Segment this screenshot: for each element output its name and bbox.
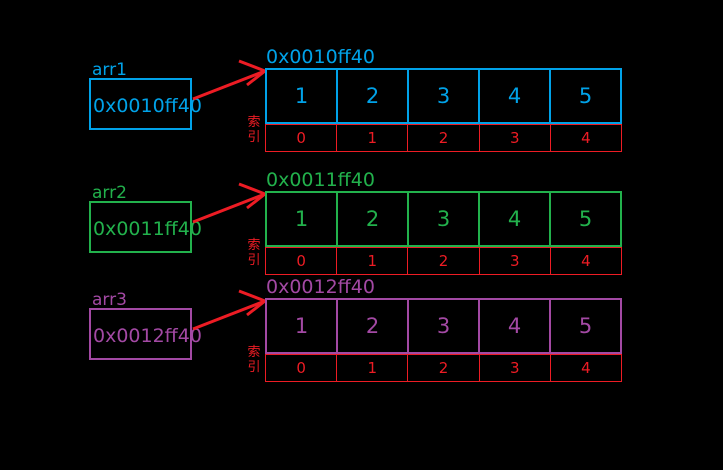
array-address-label: 0x0012ff40 <box>266 276 375 298</box>
array-cell: 2 <box>338 300 409 352</box>
pointer-variable-box: 0x0011ff40 <box>89 201 202 253</box>
array-index-cell: 3 <box>480 248 551 274</box>
array-cell: 1 <box>267 70 338 122</box>
array-cell: 1 <box>267 300 338 352</box>
array-cell: 3 <box>409 300 480 352</box>
array-index-cell: 0 <box>266 248 338 274</box>
pointer-variable-label: arr2 <box>92 183 127 203</box>
array-cell: 5 <box>578 206 593 231</box>
index-label-line2: 引 <box>247 130 261 145</box>
pointer-variable-label: arr1 <box>92 60 127 80</box>
index-label: 索引 <box>245 345 263 375</box>
array-cell: 3 <box>409 193 480 245</box>
array-index-cell: 0 <box>266 355 338 381</box>
array-cell: 4 <box>480 300 551 352</box>
pointer-variable-label: arr3 <box>92 290 127 310</box>
array-index-cell: 4 <box>581 358 591 377</box>
pointer-variable-box: 0x0010ff40 <box>89 78 202 130</box>
pointer-variable-box: 0x0012ff40 <box>89 308 202 360</box>
array-index-cell: 2 <box>408 248 480 274</box>
pointer-arrow-icon <box>192 289 266 331</box>
pointer-variable-value: 0x0010ff40 <box>93 94 202 117</box>
array-index-cell: 1 <box>337 248 409 274</box>
index-label-line1: 索 <box>247 115 261 130</box>
array-cell: 1 <box>267 193 338 245</box>
array-cell: 5 <box>578 83 593 108</box>
array-index-cell: 0 <box>266 125 338 151</box>
array-index-cell: 3 <box>480 355 551 381</box>
array-address-label: 0x0011ff40 <box>266 169 375 191</box>
index-label-line1: 索 <box>247 345 261 360</box>
array-cell: 5 <box>578 313 593 338</box>
index-label: 索引 <box>245 238 263 268</box>
array-index-cell: 2 <box>408 355 480 381</box>
index-label-line2: 引 <box>247 360 261 375</box>
array-cell: 2 <box>338 70 409 122</box>
array-index-cell: 3 <box>480 125 551 151</box>
array-cell: 4 <box>480 193 551 245</box>
array-address-label: 0x0010ff40 <box>266 46 375 68</box>
array-index-cell: 1 <box>337 125 409 151</box>
pointer-arrow-icon <box>192 59 266 101</box>
index-label-line1: 索 <box>247 238 261 253</box>
pointer-variable-value: 0x0011ff40 <box>93 217 202 240</box>
array-index-cell: 4 <box>581 128 591 147</box>
index-label-line2: 引 <box>247 253 261 268</box>
array-index-cell: 4 <box>581 251 591 270</box>
index-label: 索引 <box>245 115 263 145</box>
array-index-cell: 1 <box>337 355 409 381</box>
array-index-cell: 2 <box>408 125 480 151</box>
pointer-variable-value: 0x0012ff40 <box>93 324 202 347</box>
array-cell: 4 <box>480 70 551 122</box>
array-cell: 2 <box>338 193 409 245</box>
array-cell: 3 <box>409 70 480 122</box>
pointer-arrow-icon <box>192 182 266 224</box>
